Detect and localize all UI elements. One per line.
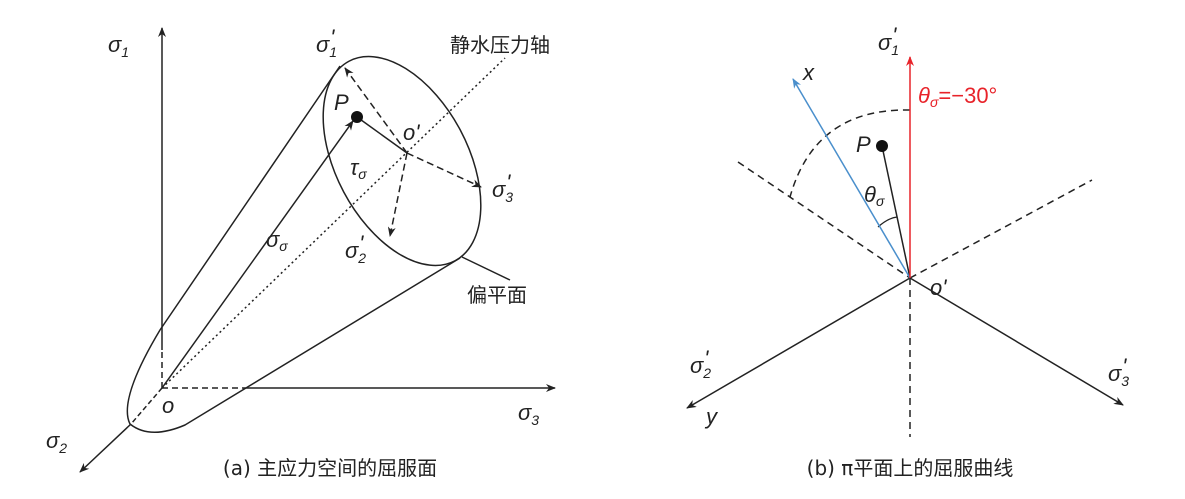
sigma2-label: σ2 (46, 428, 67, 456)
sigma1-label: σ1 (108, 32, 129, 60)
angle-arc-dashed (789, 109, 911, 198)
origin-prime-label: o' (403, 120, 420, 145)
sigma2-prime-arrow (387, 152, 408, 237)
tau-line (356, 116, 408, 154)
sigma2-prime-label-b: σ2' (690, 346, 711, 381)
point-p-label-b: P (856, 132, 871, 157)
point-p-dot (876, 140, 888, 152)
origin-prime-label-b: o' (930, 275, 947, 300)
y-axis-label: y (704, 404, 719, 429)
caption-a: (a) 主应力空间的屈服面 (223, 456, 437, 480)
yield-surface-cone (126, 65, 461, 433)
deviatoric-plane-leader (461, 256, 511, 281)
hydrostatic-axis-label: 静水压力轴 (450, 33, 550, 57)
sigma-sigma-label: σσ (266, 227, 288, 254)
sigma1-prime-label: σ1' (316, 25, 337, 60)
caption-b: (b) π平面上的屈服曲线 (807, 456, 1014, 480)
x-axis-label: x (802, 60, 815, 85)
dashed-axis-left (737, 161, 911, 279)
sigma3-label: σ3 (518, 400, 539, 428)
dashed-axis-right (909, 179, 1093, 279)
point-p-label: P (334, 90, 349, 115)
op-line (881, 145, 911, 279)
sigma1-prime-arrow (344, 67, 408, 154)
theta-sigma-label: θσ (864, 182, 885, 209)
sigma2-prime-label: σ2' (345, 231, 366, 266)
hydrostatic-axis-line (161, 57, 506, 389)
theta-angle-arc (877, 216, 898, 228)
stress-vector-arrow (161, 120, 354, 389)
sigma1-prime-label-b: σ1' (878, 23, 899, 58)
sigma3-prime-arrow (406, 152, 482, 188)
deviatoric-plane-label: 偏平面 (467, 283, 527, 307)
sigma3-prime-axis (909, 277, 1124, 406)
point-p-dot (351, 111, 363, 123)
theta-annotation: θσ=−30° (918, 83, 997, 110)
panel-b (686, 56, 1124, 437)
sigma3-prime-label: σ3' (492, 170, 513, 205)
sigma3-prime-label-b: σ3' (1108, 354, 1129, 389)
sigma2-axis (79, 423, 132, 473)
panel-a (79, 27, 556, 473)
x-axis-arrow (792, 78, 911, 279)
sigma2-prime-axis (686, 277, 911, 409)
origin-label: o (162, 393, 174, 418)
deviatoric-plane-ellipse (322, 55, 482, 267)
sigma2-axis-hidden (130, 387, 163, 425)
tau-sigma-label: τσ (350, 155, 367, 182)
